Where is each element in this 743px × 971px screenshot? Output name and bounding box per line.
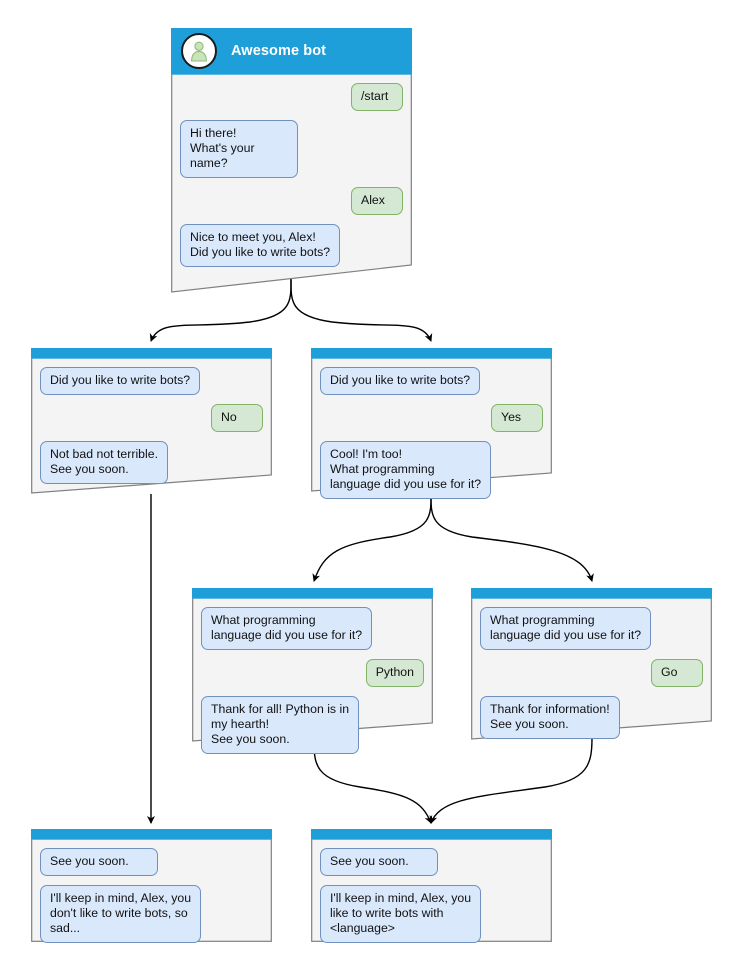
message-row: Go <box>480 659 703 687</box>
message-row: Alex <box>180 187 403 215</box>
bot-message-bubble: Hi there! What's your name? <box>180 120 298 178</box>
card-end-sad-header <box>31 829 272 839</box>
bot-message-bubble: Thank for all! Python is in my hearth! S… <box>201 696 360 754</box>
message-row: See you soon. <box>40 848 263 876</box>
bot-message-bubble: Thank for information! See you soon. <box>480 696 620 739</box>
message-row: What programming language did you use fo… <box>480 607 703 650</box>
person-glyph-icon <box>191 41 207 62</box>
user-avatar-icon <box>181 33 217 69</box>
user-message-bubble: /start <box>351 83 403 111</box>
card-branch-yes[interactable]: Did you like to write bots? Yes Cool! I'… <box>311 348 552 499</box>
card-branch-go-header <box>471 588 712 598</box>
bot-message-bubble: What programming language did you use fo… <box>480 607 652 650</box>
bot-message-bubble: Cool! I'm too! What programming language… <box>320 441 492 499</box>
card-end-sad-chat: See you soon. I'll keep in mind, Alex, y… <box>31 839 272 943</box>
page-title: Awesome bot <box>231 43 327 59</box>
user-message-bubble: Python <box>365 659 424 687</box>
user-message-bubble: Go <box>651 659 703 687</box>
card-branch-no-header <box>31 348 272 358</box>
message-row: Not bad not terrible. See you soon. <box>40 441 263 484</box>
card-root-header: Awesome bot <box>171 28 412 74</box>
bot-message-bubble: Did you like to write bots? <box>40 367 201 395</box>
card-branch-python[interactable]: What programming language did you use fo… <box>192 588 433 754</box>
message-row: Nice to meet you, Alex! Did you like to … <box>180 224 403 267</box>
user-message-bubble: Yes <box>491 404 543 432</box>
bot-message-bubble: What programming language did you use fo… <box>201 607 373 650</box>
card-end-happy-header <box>311 829 552 839</box>
bot-message-bubble: Not bad not terrible. See you soon. <box>40 441 169 484</box>
bot-message-bubble: Did you like to write bots? <box>320 367 481 395</box>
edge-yes-to-python <box>312 491 432 582</box>
bot-message-bubble: I'll keep in mind, Alex, you don't like … <box>40 885 202 943</box>
card-branch-go[interactable]: What programming language did you use fo… <box>471 588 712 740</box>
card-root-chat: /start Hi there! What's your name? Alex … <box>171 74 412 267</box>
card-branch-yes-chat: Did you like to write bots? Yes Cool! I'… <box>311 358 552 499</box>
card-end-sad[interactable]: See you soon. I'll keep in mind, Alex, y… <box>31 829 272 943</box>
user-message-bubble: No <box>211 404 263 432</box>
message-row: No <box>40 404 263 432</box>
bot-message-bubble: See you soon. <box>320 848 438 876</box>
card-end-happy-chat: See you soon. I'll keep in mind, Alex, y… <box>311 839 552 943</box>
user-message-bubble: Alex <box>351 187 403 215</box>
message-row: /start <box>180 83 403 111</box>
message-row: What programming language did you use fo… <box>201 607 424 650</box>
message-row: Thank for information! See you soon. <box>480 696 703 739</box>
message-row: Thank for all! Python is in my hearth! S… <box>201 696 424 754</box>
message-row: Cool! I'm too! What programming language… <box>320 441 543 499</box>
message-row: Hi there! What's your name? <box>180 120 403 178</box>
card-branch-no-chat: Did you like to write bots? No Not bad n… <box>31 358 272 484</box>
card-root[interactable]: Awesome bot /start Hi there! What's your… <box>171 28 412 293</box>
message-row: I'll keep in mind, Alex, you like to wri… <box>320 885 543 943</box>
edge-yes-to-go <box>430 491 594 582</box>
card-end-happy[interactable]: See you soon. I'll keep in mind, Alex, y… <box>311 829 552 943</box>
message-row: Did you like to write bots? <box>320 367 543 395</box>
bot-message-bubble: I'll keep in mind, Alex, you like to wri… <box>320 885 482 943</box>
edge-go-to-end-happy <box>429 737 593 824</box>
message-row: Yes <box>320 404 543 432</box>
card-branch-yes-header <box>311 348 552 358</box>
bot-message-bubble: See you soon. <box>40 848 158 876</box>
card-branch-python-chat: What programming language did you use fo… <box>192 598 433 754</box>
message-row: Did you like to write bots? <box>40 367 263 395</box>
bot-message-bubble: Nice to meet you, Alex! Did you like to … <box>180 224 341 267</box>
card-branch-no[interactable]: Did you like to write bots? No Not bad n… <box>31 348 272 494</box>
card-branch-go-chat: What programming language did you use fo… <box>471 598 712 739</box>
message-row: Python <box>201 659 424 687</box>
message-row: I'll keep in mind, Alex, you don't like … <box>40 885 263 943</box>
card-branch-python-header <box>192 588 433 598</box>
message-row: See you soon. <box>320 848 543 876</box>
